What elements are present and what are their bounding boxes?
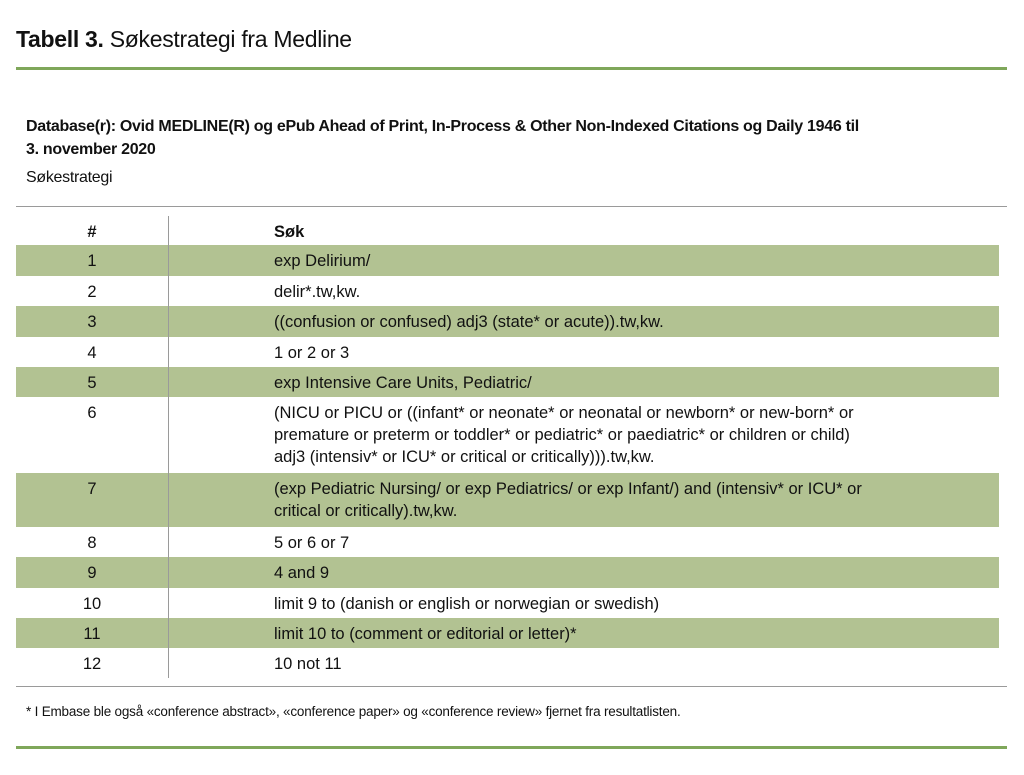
row-number: 3: [16, 306, 169, 337]
row-query: 5 or 6 or 7: [168, 527, 999, 557]
database-description: Database(r): Ovid MEDLINE(R) og ePub Ahe…: [26, 118, 859, 158]
row-number: 9: [16, 557, 169, 588]
header-number: #: [16, 216, 169, 245]
table-row: 6(NICU or PICU or ((infant* or neonate* …: [16, 397, 999, 473]
row-query: ((confusion or confused) adj3 (state* or…: [168, 306, 999, 337]
row-number: 11: [16, 618, 169, 648]
bottom-divider: [16, 746, 1007, 749]
table-header-row: # Søk: [16, 216, 999, 245]
table-title-number: Tabell 3.: [16, 26, 104, 52]
row-number: 8: [16, 527, 169, 557]
row-query: exp Delirium/: [168, 245, 999, 276]
row-number: 10: [16, 588, 169, 618]
row-query: 4 and 9: [168, 557, 999, 588]
table-top-divider: [16, 206, 1007, 207]
row-number: 7: [16, 473, 169, 527]
row-query: exp Intensive Care Units, Pediatric/: [168, 367, 999, 397]
footnote: * I Embase ble også «conference abstract…: [26, 704, 681, 719]
table-row: 7(exp Pediatric Nursing/ or exp Pediatri…: [16, 473, 999, 527]
table-row: 3((confusion or confused) adj3 (state* o…: [16, 306, 999, 337]
row-query: delir*.tw,kw.: [168, 276, 999, 306]
row-query: (exp Pediatric Nursing/ or exp Pediatric…: [168, 473, 999, 527]
table-title-text: Søkestrategi fra Medline: [103, 26, 352, 52]
row-number: 6: [16, 397, 169, 473]
row-number: 12: [16, 648, 169, 678]
top-divider: [16, 67, 1007, 70]
row-number: 1: [16, 245, 169, 276]
row-number: 5: [16, 367, 169, 397]
row-query: 10 not 11: [168, 648, 999, 678]
table-title: Tabell 3. Søkestrategi fra Medline: [16, 26, 352, 53]
row-query: 1 or 2 or 3: [168, 337, 999, 367]
row-query: limit 9 to (danish or english or norwegi…: [168, 588, 999, 618]
row-number: 2: [16, 276, 169, 306]
header-query: Søk: [274, 223, 305, 241]
row-query: limit 10 to (comment or editorial or let…: [168, 618, 999, 648]
strategy-label: Søkestrategi: [26, 169, 113, 186]
table-bottom-divider: [16, 686, 1007, 687]
row-query: (NICU or PICU or ((infant* or neonate* o…: [168, 397, 999, 473]
row-number: 4: [16, 337, 169, 367]
